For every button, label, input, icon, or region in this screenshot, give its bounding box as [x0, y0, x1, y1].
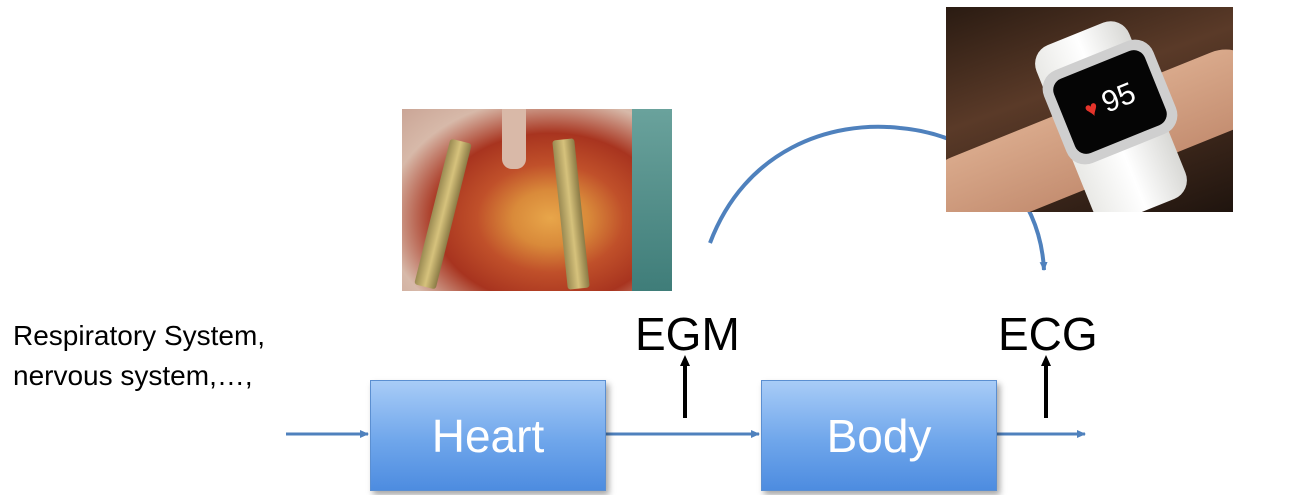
- heart-block: Heart: [370, 380, 606, 491]
- body-block: Body: [761, 380, 997, 491]
- body-block-label: Body: [827, 409, 932, 463]
- open-heart-surgery-photo: [402, 109, 672, 291]
- watch-bpm-reading: 95: [1098, 78, 1140, 118]
- heart-icon: ♥: [1082, 97, 1102, 122]
- ecg-label: ECG: [998, 311, 1098, 357]
- inputs-label-line-2: nervous system,…,: [13, 356, 265, 396]
- egm-label: EGM: [635, 311, 740, 357]
- smartwatch-photo: ♥ 95: [946, 7, 1233, 212]
- heart-block-label: Heart: [432, 409, 544, 463]
- inputs-label-line-1: Respiratory System,: [13, 316, 265, 356]
- inputs-label: Respiratory System, nervous system,…,: [13, 316, 265, 396]
